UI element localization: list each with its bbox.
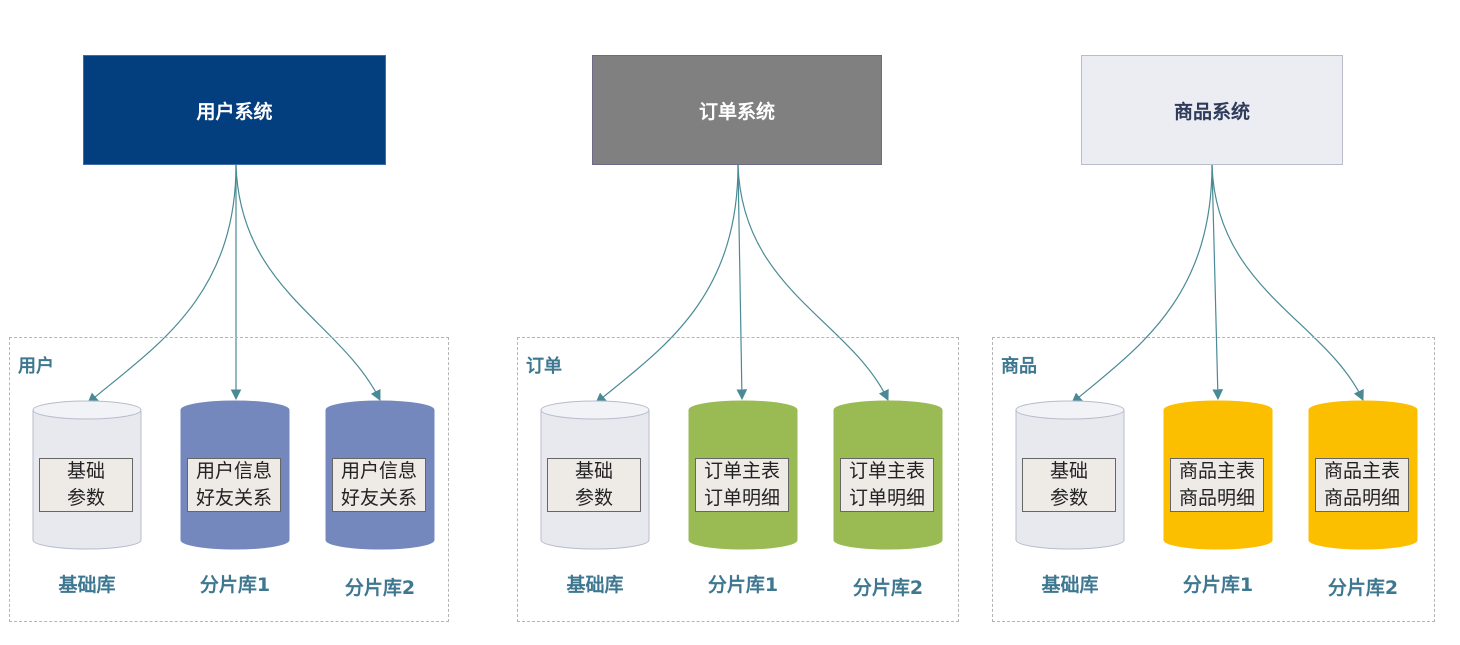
connector-order-shard2 [737,164,889,401]
db-caption: 分片库1 [1182,574,1254,596]
database-cylinder: 订单主表 订单明细 [688,400,798,550]
connector-user-shard2 [235,164,381,401]
user-system-box: 用户系统 [83,55,386,165]
connector-user-base [87,164,237,404]
database-cylinder: 基础 参数 [32,400,142,550]
db-content-label: 基础 参数 [39,458,133,512]
connector-product-base [1071,164,1213,404]
db-caption: 基础库 [566,574,624,596]
database-cylinder: 商品主表 商品明细 [1308,400,1418,550]
database-cylinder: 用户信息 好友关系 [325,400,435,550]
database-cylinder: 用户信息 好友关系 [180,400,290,550]
connector-product-shard2 [1211,164,1364,401]
product-system-box: 商品系统 [1081,55,1343,165]
connector-product-shard1 [1211,164,1224,401]
system-title: 商品系统 [1173,100,1250,123]
connector-order-shard1 [736,164,748,401]
database-cylinder: 基础 参数 [1015,400,1125,550]
db-caption: 分片库2 [852,577,924,599]
group-label: 商品 [1001,356,1037,377]
db-caption: 分片库1 [707,574,779,596]
product-db-group: 商品 [992,337,1435,622]
db-content-label: 用户信息 好友关系 [332,458,426,512]
order-system-box: 订单系统 [592,55,882,165]
db-caption: 分片库1 [199,574,271,596]
group-label: 用户 [18,356,54,377]
db-caption: 分片库2 [344,577,416,599]
db-content-label: 商品主表 商品明细 [1170,458,1264,512]
db-content-label: 基础 参数 [1022,458,1116,512]
group-label: 订单 [526,356,562,377]
order-db-group: 订单 [517,337,959,622]
database-cylinder: 订单主表 订单明细 [833,400,943,550]
db-content-label: 商品主表 商品明细 [1315,458,1409,512]
database-cylinder: 商品主表 商品明细 [1163,400,1273,550]
db-content-label: 基础 参数 [547,458,641,512]
db-caption: 分片库2 [1327,577,1399,599]
user-db-group: 用户 [9,337,449,622]
db-caption: 基础库 [1041,574,1099,596]
db-caption: 基础库 [58,574,116,596]
db-content-label: 订单主表 订单明细 [695,458,789,512]
system-title: 订单系统 [698,100,775,123]
database-cylinder: 基础 参数 [540,400,650,550]
system-title: 用户系统 [196,100,273,123]
connector-order-base [595,164,739,404]
db-content-label: 订单主表 订单明细 [840,458,934,512]
db-content-label: 用户信息 好友关系 [187,458,281,512]
